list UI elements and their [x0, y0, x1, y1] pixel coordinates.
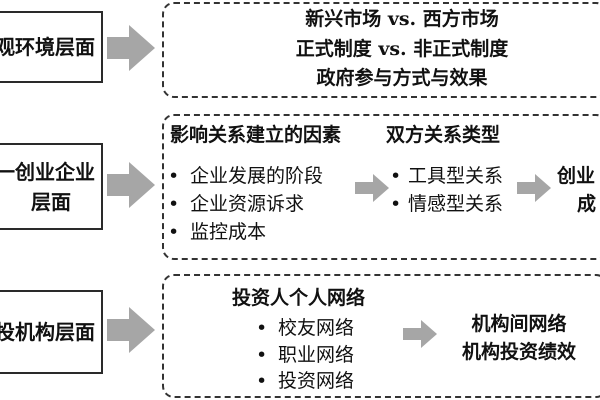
network-item: •职业网络	[256, 344, 355, 366]
arrow-right-icon	[107, 25, 155, 71]
venture-outcome-line2: 成	[577, 193, 597, 215]
factor-item: •企业资源诉求	[168, 193, 305, 215]
macro-level-box: 观环境层面	[0, 11, 103, 83]
factors-title: 影响关系建立的因素	[170, 124, 342, 146]
arrow-right-icon	[107, 307, 155, 353]
macro-line-government: 政府参与方式与效果	[316, 67, 488, 89]
venture-level-label-line2: 层面	[31, 189, 71, 214]
vc-institution-level-panel	[162, 274, 600, 398]
macro-level-panel	[162, 2, 600, 98]
relationship-types-title: 双方关系类型	[386, 124, 501, 146]
macro-line-institutions: 正式制度 vs. 非正式制度	[295, 38, 509, 60]
factor-item: •监控成本	[168, 221, 267, 243]
venture-outcome-line1: 创业	[557, 165, 596, 187]
institution-investment-performance: 机构投资绩效	[461, 341, 576, 363]
arrow-right-icon	[517, 174, 551, 202]
vc-institution-level-label: 投机构层面	[0, 320, 95, 344]
macro-level-label: 观环境层面	[0, 35, 95, 59]
factor-item: •企业发展的阶段	[168, 165, 324, 187]
arrow-right-icon	[355, 174, 389, 202]
relationship-type-item: •工具型关系	[390, 165, 504, 187]
relationship-type-item: •情感型关系	[390, 193, 504, 215]
vc-institution-level-box: 投机构层面	[0, 290, 103, 374]
arrow-right-icon	[403, 320, 437, 348]
investor-network-title: 投资人个人网络	[232, 287, 366, 309]
arrow-right-icon	[107, 162, 155, 208]
venture-level-box: 一创业企业 层面	[0, 143, 103, 230]
macro-line-markets: 新兴市场 vs. 西方市场	[305, 8, 499, 30]
venture-level-label-line1: 一创业企业	[0, 159, 95, 184]
network-item: •校友网络	[256, 317, 355, 339]
inter-institution-network: 机构间网络	[471, 313, 567, 335]
network-item: •投资网络	[256, 370, 355, 392]
